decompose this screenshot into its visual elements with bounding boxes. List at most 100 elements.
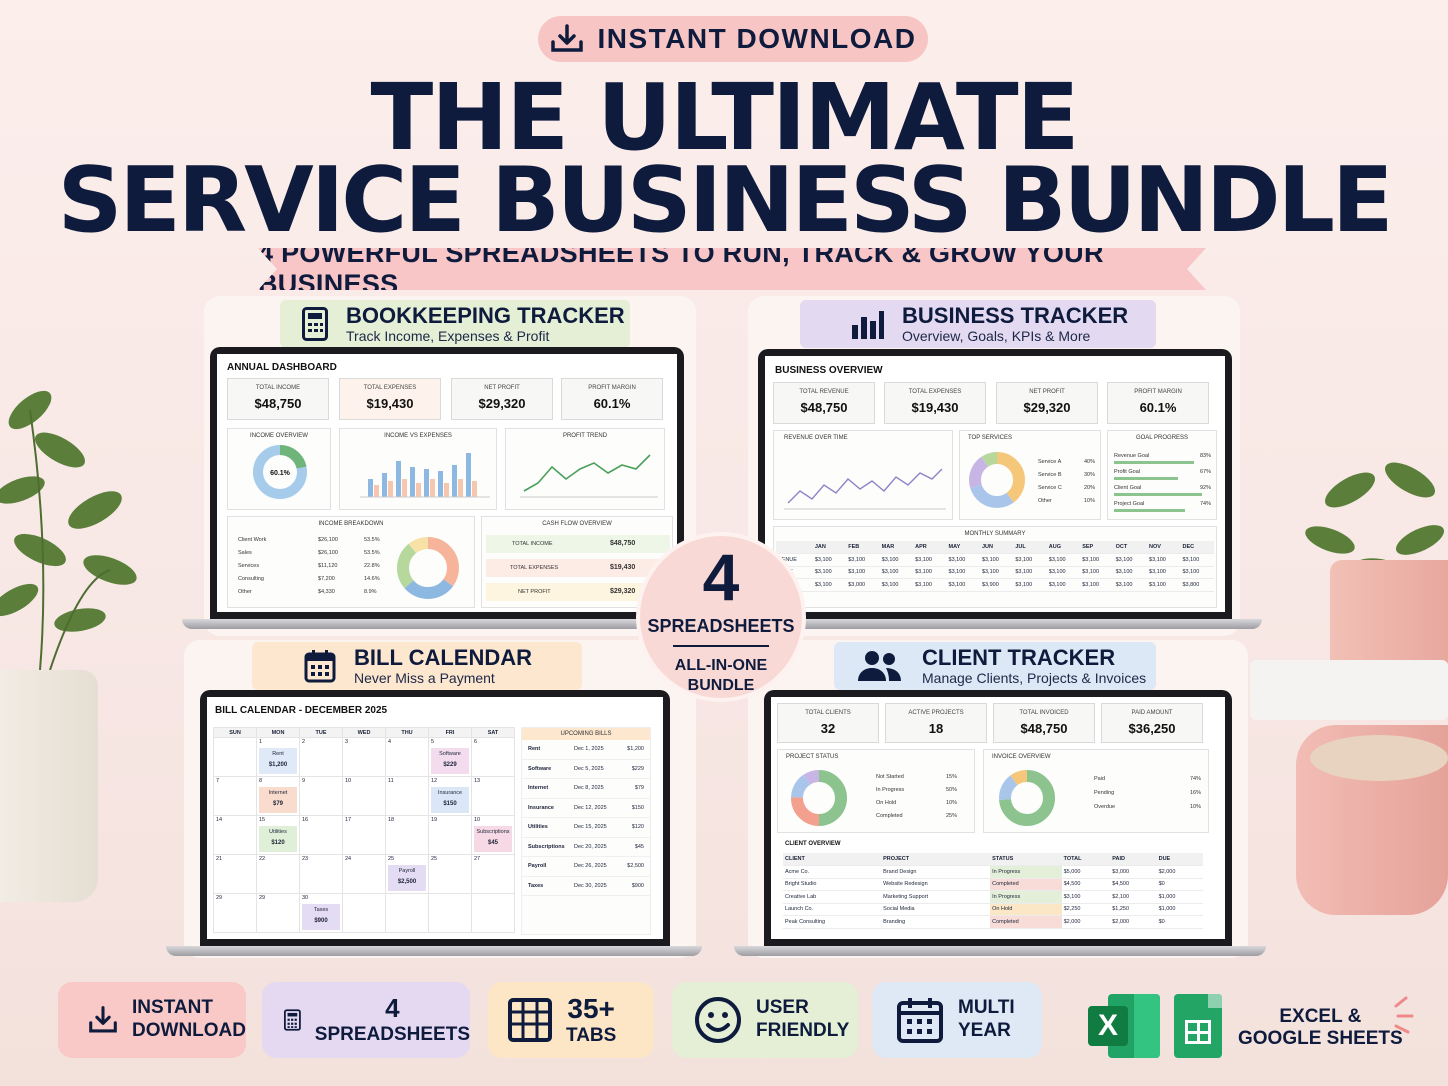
- bill-amount: $900: [314, 918, 328, 924]
- day-number: 15: [259, 817, 266, 823]
- day-number: 30: [302, 895, 309, 901]
- calendar-day[interactable]: 14: [213, 815, 257, 855]
- calendar-day[interactable]: 25: [428, 854, 472, 894]
- table-cell: $2,000: [1156, 865, 1203, 879]
- day-number: 21: [216, 856, 223, 862]
- breakdown-name: Client Work: [238, 537, 267, 543]
- bill-name: Insurance: [528, 804, 554, 811]
- bill-name: Payroll: [398, 868, 416, 874]
- table-row: FIT$3,100$3,000$3,100$3,100$3,100$3,900$…: [776, 578, 1214, 592]
- goal-name: Client Goal: [1114, 485, 1142, 491]
- calendar-day[interactable]: [385, 893, 429, 933]
- bill-name: Software: [439, 751, 461, 757]
- service-name: Service B: [1038, 472, 1062, 478]
- month-header: APR: [913, 541, 947, 554]
- day-header: TUE: [299, 727, 343, 738]
- calendar-day[interactable]: 11: [385, 776, 429, 816]
- bill-event[interactable]: Payroll$2,500: [388, 865, 426, 891]
- calendar-day[interactable]: 2: [299, 737, 343, 777]
- goal-bar: [1114, 477, 1179, 480]
- calendar-day[interactable]: 27: [471, 854, 515, 894]
- bill-event[interactable]: Utilities$120: [259, 826, 297, 852]
- calendar-day[interactable]: 10: [342, 776, 386, 816]
- bill-date: Dec 12, 2025: [574, 804, 607, 811]
- table-cell: $3,100: [1147, 578, 1181, 592]
- calendar-day[interactable]: 13: [471, 776, 515, 816]
- calendar-day[interactable]: [342, 893, 386, 933]
- bill-name: Taxes: [528, 882, 544, 889]
- breakdown-donut: [397, 537, 459, 599]
- day-header: FRI: [428, 727, 472, 738]
- feature-line2: GOOGLE SHEETS: [1238, 1027, 1403, 1049]
- table-cell: Marketing Support: [881, 890, 991, 904]
- bill-event[interactable]: Rent$1,200: [259, 748, 297, 774]
- profit-line-chart: [520, 454, 658, 498]
- calculator-icon: [302, 307, 328, 341]
- breakdown-amount: $4,330: [318, 589, 335, 595]
- bill-event[interactable]: Internet$79: [259, 787, 297, 813]
- goal-bar: [1114, 509, 1186, 512]
- service-name: Service C: [1038, 485, 1062, 491]
- calendar-day[interactable]: 18: [385, 815, 429, 855]
- bill-calendar-title: BILL CALENDAR - DECEMBER 2025: [215, 705, 388, 716]
- column-header: DUE: [1156, 853, 1203, 866]
- services-donut: [969, 452, 1025, 508]
- bill-event[interactable]: Insurance$150: [431, 787, 469, 813]
- calendar-day[interactable]: 6: [471, 737, 515, 777]
- table-cell: $2,100: [1110, 890, 1157, 904]
- calendar-day[interactable]: 19: [428, 815, 472, 855]
- table-cell: In Progress: [990, 865, 1062, 879]
- calendar-day[interactable]: 29: [256, 893, 300, 933]
- month-header: JUL: [1013, 541, 1047, 554]
- calendar-day[interactable]: [428, 893, 472, 933]
- calendar-day[interactable]: 23: [299, 854, 343, 894]
- bill-event[interactable]: Software$229: [431, 748, 469, 774]
- calendar-day[interactable]: 9: [299, 776, 343, 816]
- kpi-card: PAID AMOUNT$36,250: [1101, 703, 1203, 743]
- month-header: MAY: [946, 541, 980, 554]
- calendar-day[interactable]: 17: [342, 815, 386, 855]
- calendar-day[interactable]: [471, 893, 515, 933]
- table-cell: $3,100: [812, 578, 847, 592]
- kpi-card: TOTAL INVOICED$48,750: [993, 703, 1095, 743]
- day-number: 11: [388, 778, 394, 784]
- invoice-pct: 16%: [1190, 790, 1202, 796]
- service-name: Other: [1038, 498, 1052, 504]
- invoice-pct: 74%: [1190, 776, 1202, 782]
- page-title-line1: THE ULTIMATE: [370, 64, 1080, 171]
- table-cell: $3,100: [946, 578, 980, 592]
- calendar-day[interactable]: 4: [385, 737, 429, 777]
- calendar-day[interactable]: 7: [213, 776, 257, 816]
- goal-pct: 67%: [1200, 469, 1212, 475]
- goal-name: Project Goal: [1114, 501, 1145, 507]
- calendar-day[interactable]: 24: [342, 854, 386, 894]
- bill-event[interactable]: Taxes$900: [302, 904, 340, 930]
- calendar-day[interactable]: 29: [213, 893, 257, 933]
- calendar-day[interactable]: 3: [342, 737, 386, 777]
- day-number: 22: [259, 856, 266, 862]
- bill-amount: $120: [271, 840, 285, 846]
- badge-divider: [673, 645, 769, 647]
- cashflow-label: TOTAL EXPENSES: [510, 565, 559, 571]
- calendar-day[interactable]: 21: [213, 854, 257, 894]
- table-cell: $3,100: [913, 566, 947, 579]
- calendar-day[interactable]: 22: [256, 854, 300, 894]
- calendar-day[interactable]: 16: [299, 815, 343, 855]
- breakdown-name: Sales: [238, 550, 252, 556]
- bill-event[interactable]: Subscriptions$45: [474, 826, 512, 852]
- calendar-day[interactable]: [213, 737, 257, 777]
- day-number: 18: [388, 817, 395, 823]
